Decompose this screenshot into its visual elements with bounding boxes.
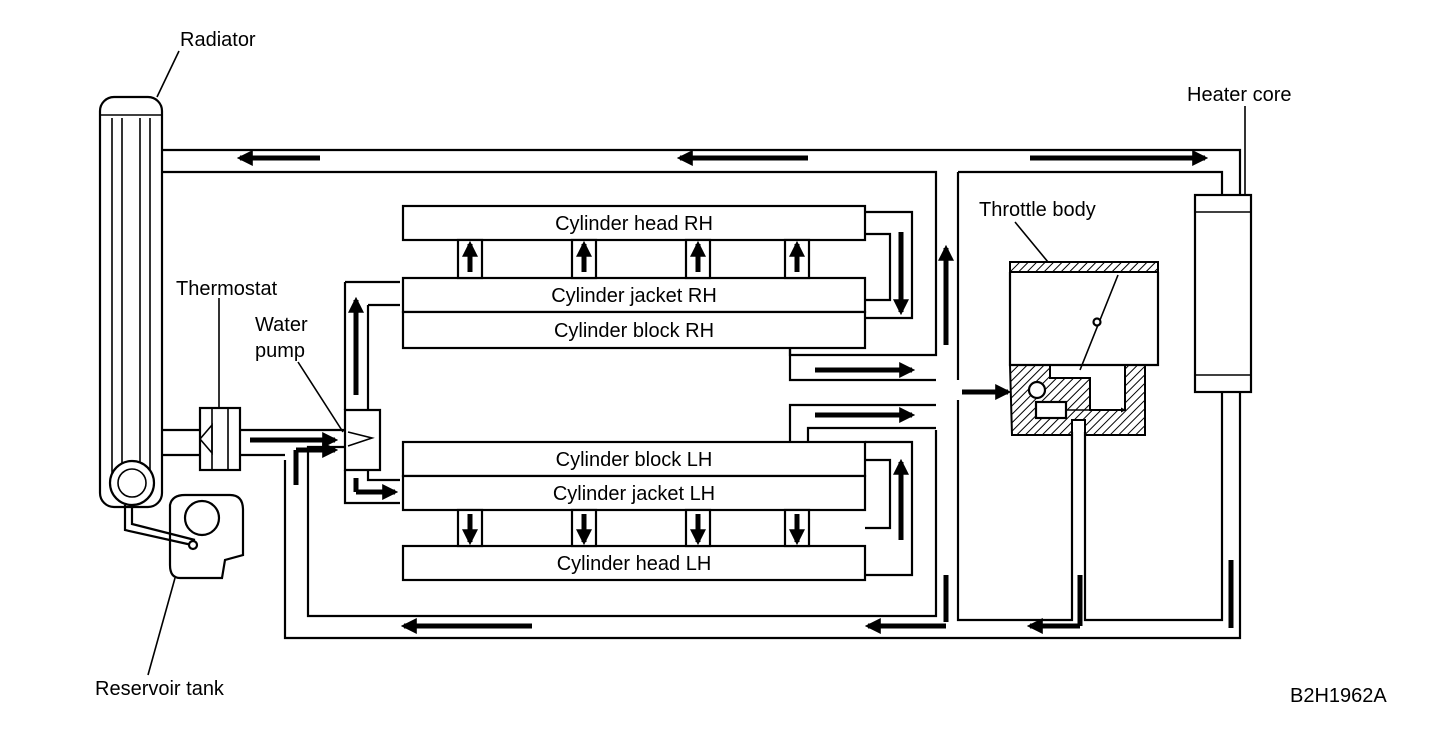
thermostat bbox=[198, 406, 242, 472]
engine-rh bbox=[401, 204, 936, 382]
reservoir-tank-label: Reservoir tank bbox=[95, 678, 225, 700]
cylinder-jacket-lh-label: Cylinder jacket LH bbox=[553, 483, 715, 505]
water-pump-label-line1: Water bbox=[255, 314, 308, 336]
cylinder-head-rh-label: Cylinder head RH bbox=[555, 213, 713, 235]
heater-core-label: Heater core bbox=[1187, 84, 1292, 106]
radiator-leader bbox=[156, 50, 180, 98]
radiator bbox=[98, 95, 164, 509]
throttle-body bbox=[1008, 261, 1160, 436]
water-pump bbox=[343, 280, 400, 505]
cylinder-head-lh-label: Cylinder head LH bbox=[557, 553, 712, 575]
cylinder-block-rh-label: Cylinder block RH bbox=[554, 320, 714, 342]
cylinder-block-lh-label: Cylinder block LH bbox=[556, 449, 713, 471]
thermostat-label: Thermostat bbox=[176, 278, 278, 300]
reservoir-leader bbox=[147, 577, 176, 676]
reservoir-tank bbox=[123, 493, 245, 580]
flow-arrows bbox=[236, 149, 1234, 635]
water-pump-label-line2: pump bbox=[255, 340, 305, 362]
figure-code: B2H1962A bbox=[1290, 685, 1387, 707]
water-pump-leader bbox=[297, 361, 344, 433]
radiator-label: Radiator bbox=[180, 29, 256, 51]
lower-return-pipe bbox=[162, 392, 1242, 640]
throttle-body-leader bbox=[1014, 221, 1049, 263]
cylinder-jacket-rh-label: Cylinder jacket RH bbox=[551, 285, 717, 307]
heater-core bbox=[1193, 193, 1253, 394]
throttle-body-label: Throttle body bbox=[979, 199, 1096, 221]
